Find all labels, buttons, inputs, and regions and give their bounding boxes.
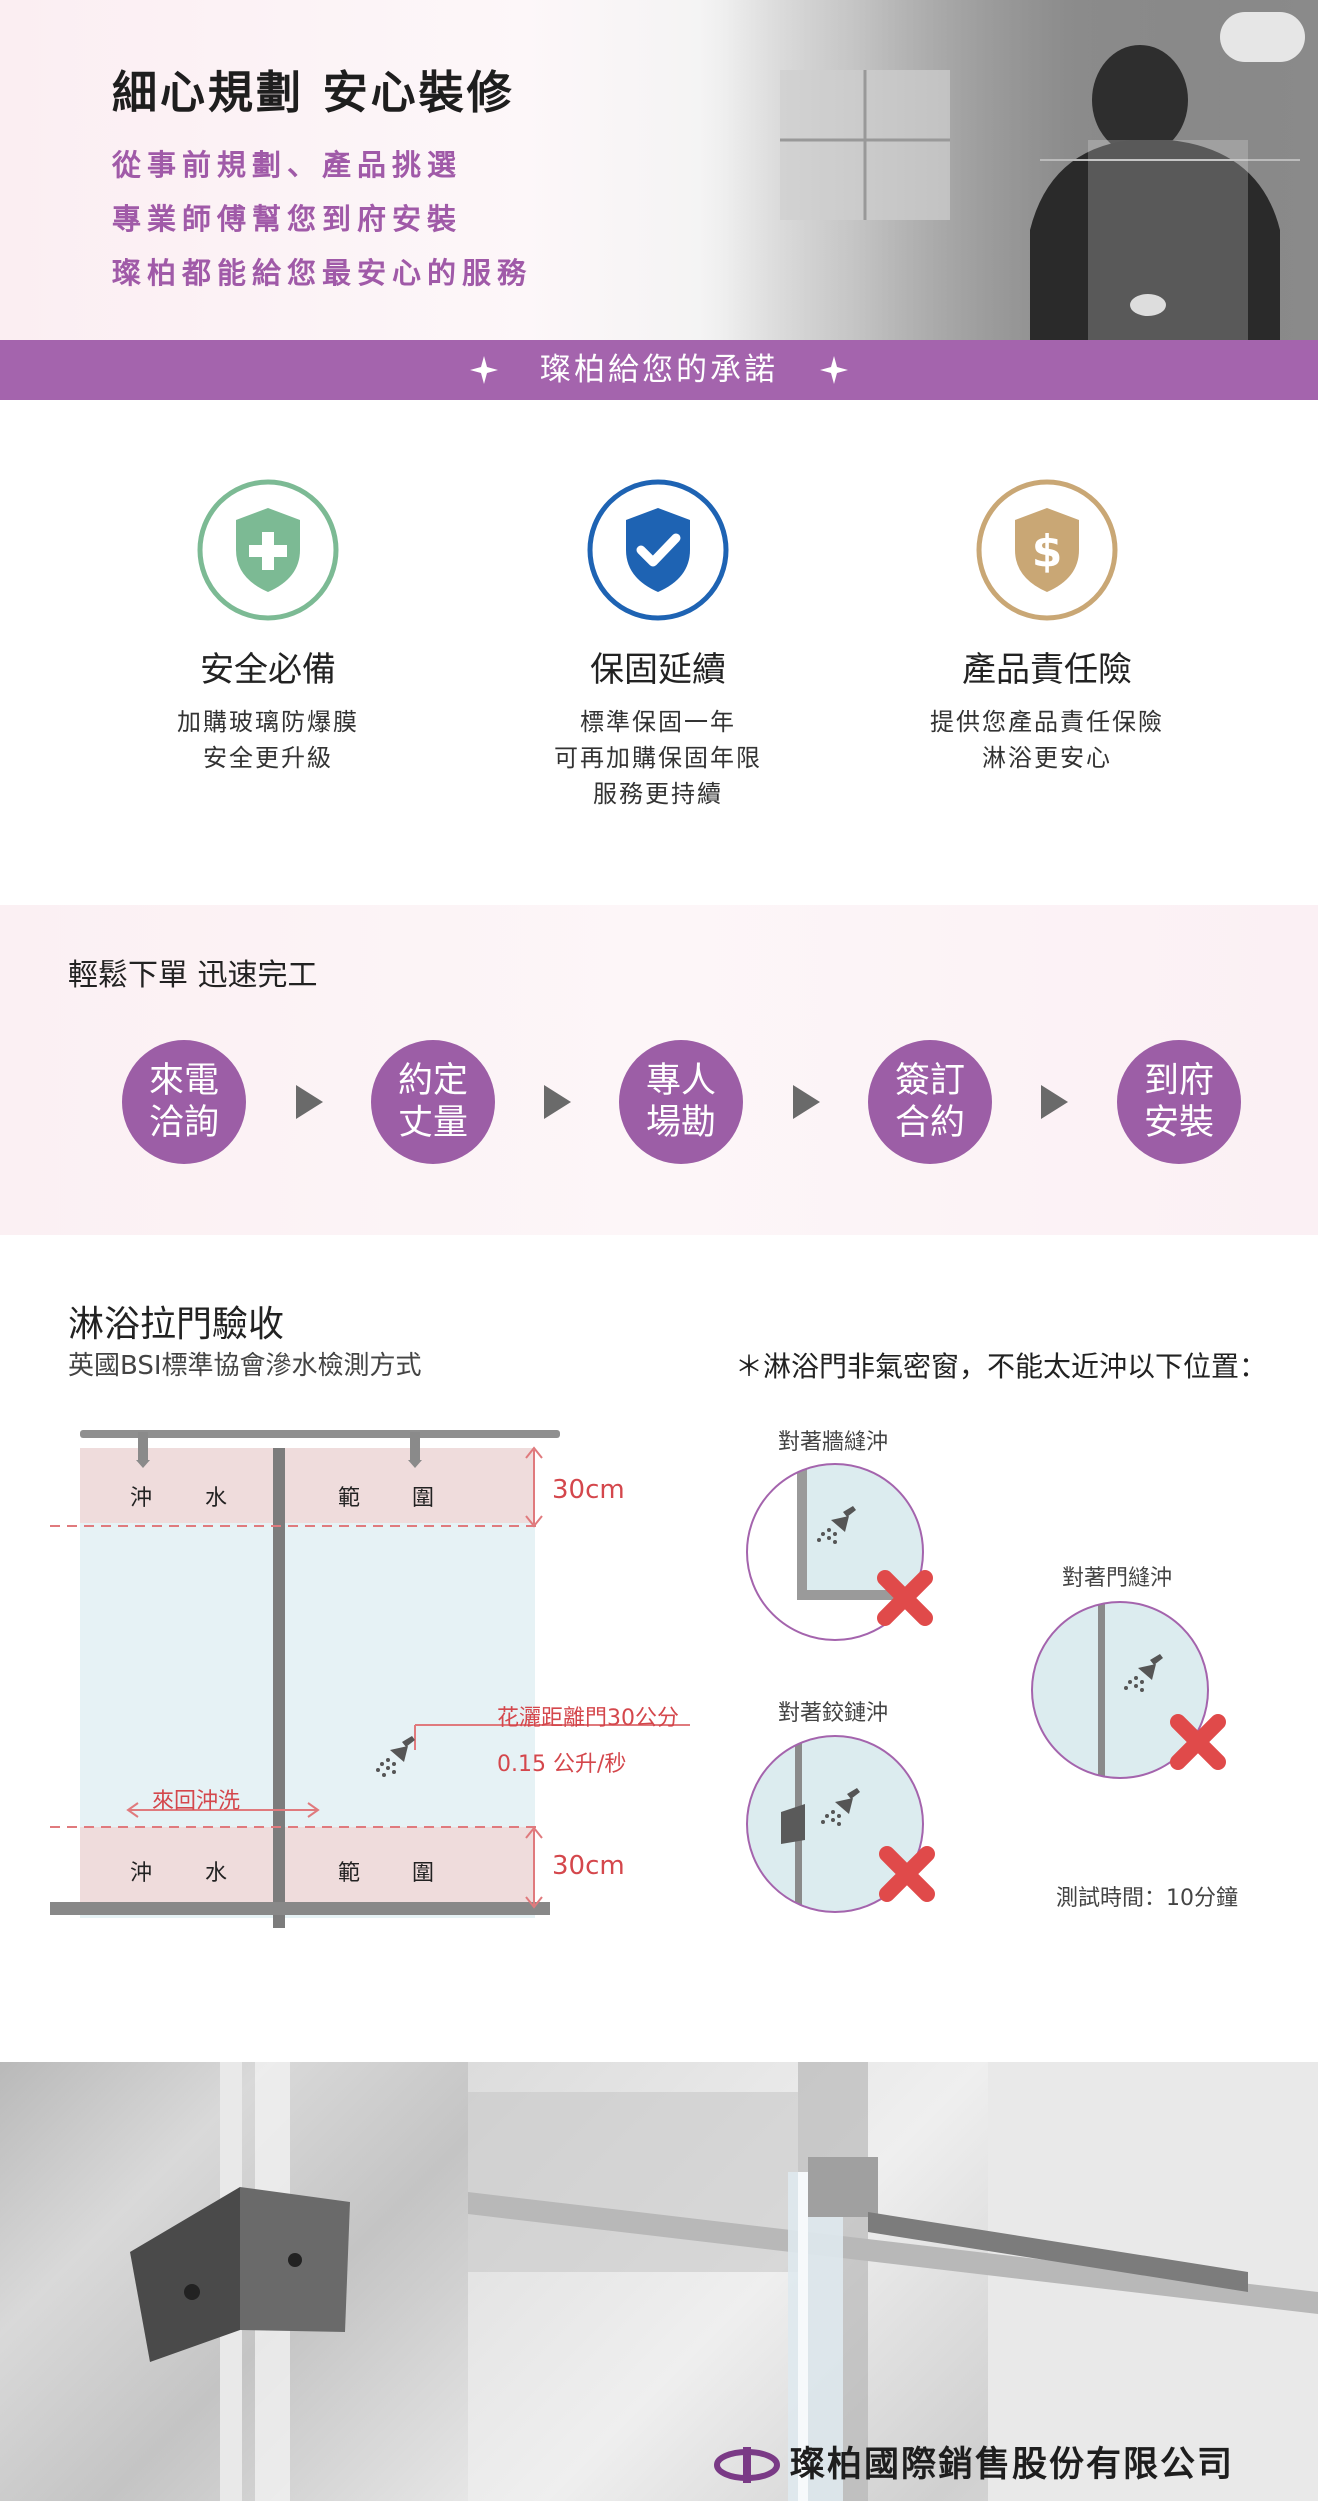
step-label: 場勘 [645, 1103, 716, 1143]
acceptance-subtitle: 英國BSI標準協會滲水檢測方式 [68, 1351, 422, 1381]
feature-title-safety: 安全必備 [200, 650, 336, 690]
feature-title-warranty: 保固延續 [590, 650, 726, 690]
feature-desc-line: 加購玻璃防爆膜 [177, 708, 359, 736]
feature-desc-safety: 加購玻璃防爆膜 安全更升級 [68, 704, 468, 776]
step-call: 來電 洽詢 [122, 1040, 246, 1164]
zone-top-char: 沖 [130, 1486, 153, 1511]
test-time-label: 測試時間：10分鐘 [1056, 1886, 1238, 1911]
promise-title: 璨柏給您的承諾 [540, 352, 778, 388]
zone-bottom-char: 圍 [412, 1861, 435, 1886]
sweep-label: 來回沖洗 [152, 1789, 241, 1814]
wall-gap-case-illustration [745, 1460, 955, 1654]
shower-head-icon [821, 1788, 860, 1826]
flow-rate-label: 0.15 公升/秒 [497, 1752, 627, 1777]
height-bottom-label: 30cm [552, 1851, 625, 1881]
feature-desc-line: 提供您產品責任保險 [930, 708, 1164, 736]
hero-title: 細心規劃 安心裝修 [112, 66, 515, 119]
cross-icon [877, 1570, 933, 1626]
hero-line-1: 從事前規劃、產品挑選 [112, 148, 463, 182]
hero-photo [700, 0, 1318, 340]
zone-top-char: 圍 [412, 1486, 435, 1511]
company-name: 璨柏國際銷售股份有限公司 [790, 2445, 1235, 2485]
step-label: 安裝 [1143, 1103, 1214, 1143]
feature-desc-warranty: 標準保固一年 可再加購保固年限 服務更持續 [458, 704, 858, 812]
step-label: 約定 [397, 1061, 468, 1101]
play-arrow-icon [544, 1085, 571, 1119]
step-label: 來電 [148, 1061, 219, 1101]
play-arrow-icon [793, 1085, 820, 1119]
zone-top-char: 水 [205, 1486, 228, 1511]
shower-head-icon [376, 1736, 415, 1777]
shower-head-icon [1124, 1654, 1163, 1692]
hinge-case-illustration [745, 1732, 955, 1926]
play-arrow-icon [296, 1085, 323, 1119]
shield-plus-icon [196, 478, 340, 626]
cross-icon [879, 1846, 935, 1902]
hinge-photo [0, 2062, 468, 2501]
shield-dollar-icon: $ [975, 478, 1119, 626]
zone-bottom-char: 水 [205, 1861, 228, 1886]
shield-check-icon [586, 478, 730, 626]
steps-title: 輕鬆下單 迅速完工 [68, 958, 318, 993]
svg-text:$: $ [1032, 526, 1063, 577]
zone-bottom-char: 範 [338, 1861, 361, 1886]
step-label: 合約 [894, 1103, 965, 1143]
step-label: 簽訂 [894, 1061, 965, 1101]
zone-bottom-char: 沖 [130, 1861, 153, 1886]
feature-title-liability: 產品責任險 [962, 650, 1132, 690]
cross-icon [1170, 1714, 1226, 1770]
door-test-diagram [50, 1420, 700, 1934]
play-arrow-icon [1041, 1085, 1068, 1119]
step-contract: 簽訂 合約 [868, 1040, 992, 1164]
step-measure: 約定 丈量 [371, 1040, 495, 1164]
step-label: 專人 [645, 1061, 716, 1101]
case-label-wall-gap: 對著牆縫沖 [778, 1430, 889, 1455]
step-install: 到府 安裝 [1117, 1040, 1241, 1164]
acceptance-note: ＊淋浴門非氣密窗，不能太近沖以下位置： [735, 1350, 1268, 1383]
promise-band [0, 340, 1318, 400]
shower-distance-label: 花灑距離門30公分 [497, 1706, 679, 1731]
hero-line-2: 專業師傅幫您到府安裝 [112, 202, 463, 236]
hero-line-3: 璨柏都能給您最安心的服務 [112, 256, 533, 290]
step-survey: 專人 場勘 [619, 1040, 743, 1164]
company-logo-icon [712, 2445, 782, 2489]
feature-desc-liability: 提供您產品責任保險 淋浴更安心 [847, 704, 1247, 776]
feature-desc-line: 可再加購保固年限 [554, 744, 762, 772]
height-top-label: 30cm [552, 1475, 625, 1505]
sparkle-icon [820, 356, 848, 388]
feature-desc-line: 服務更持續 [593, 780, 723, 808]
step-label: 丈量 [397, 1103, 468, 1143]
step-label: 到府 [1143, 1061, 1214, 1101]
feature-desc-line: 標準保固一年 [580, 708, 736, 736]
case-label-door-gap: 對著門縫沖 [1062, 1566, 1173, 1591]
acceptance-title: 淋浴拉門驗收 [68, 1304, 285, 1345]
door-gap-case-illustration [1030, 1598, 1240, 1792]
sparkle-icon [470, 356, 498, 388]
step-label: 洽詢 [148, 1103, 219, 1143]
feature-desc-line: 淋浴更安心 [982, 744, 1112, 772]
sliding-rail-photo [468, 2062, 1318, 2501]
case-label-hinge: 對著鉸鏈沖 [778, 1701, 889, 1726]
shower-head-icon [817, 1506, 856, 1544]
zone-top-char: 範 [338, 1486, 361, 1511]
feature-desc-line: 安全更升級 [203, 744, 333, 772]
hero-banner: 細心規劃 安心裝修 從事前規劃、產品挑選 專業師傅幫您到府安裝 璨柏都能給您最安… [0, 0, 1318, 340]
